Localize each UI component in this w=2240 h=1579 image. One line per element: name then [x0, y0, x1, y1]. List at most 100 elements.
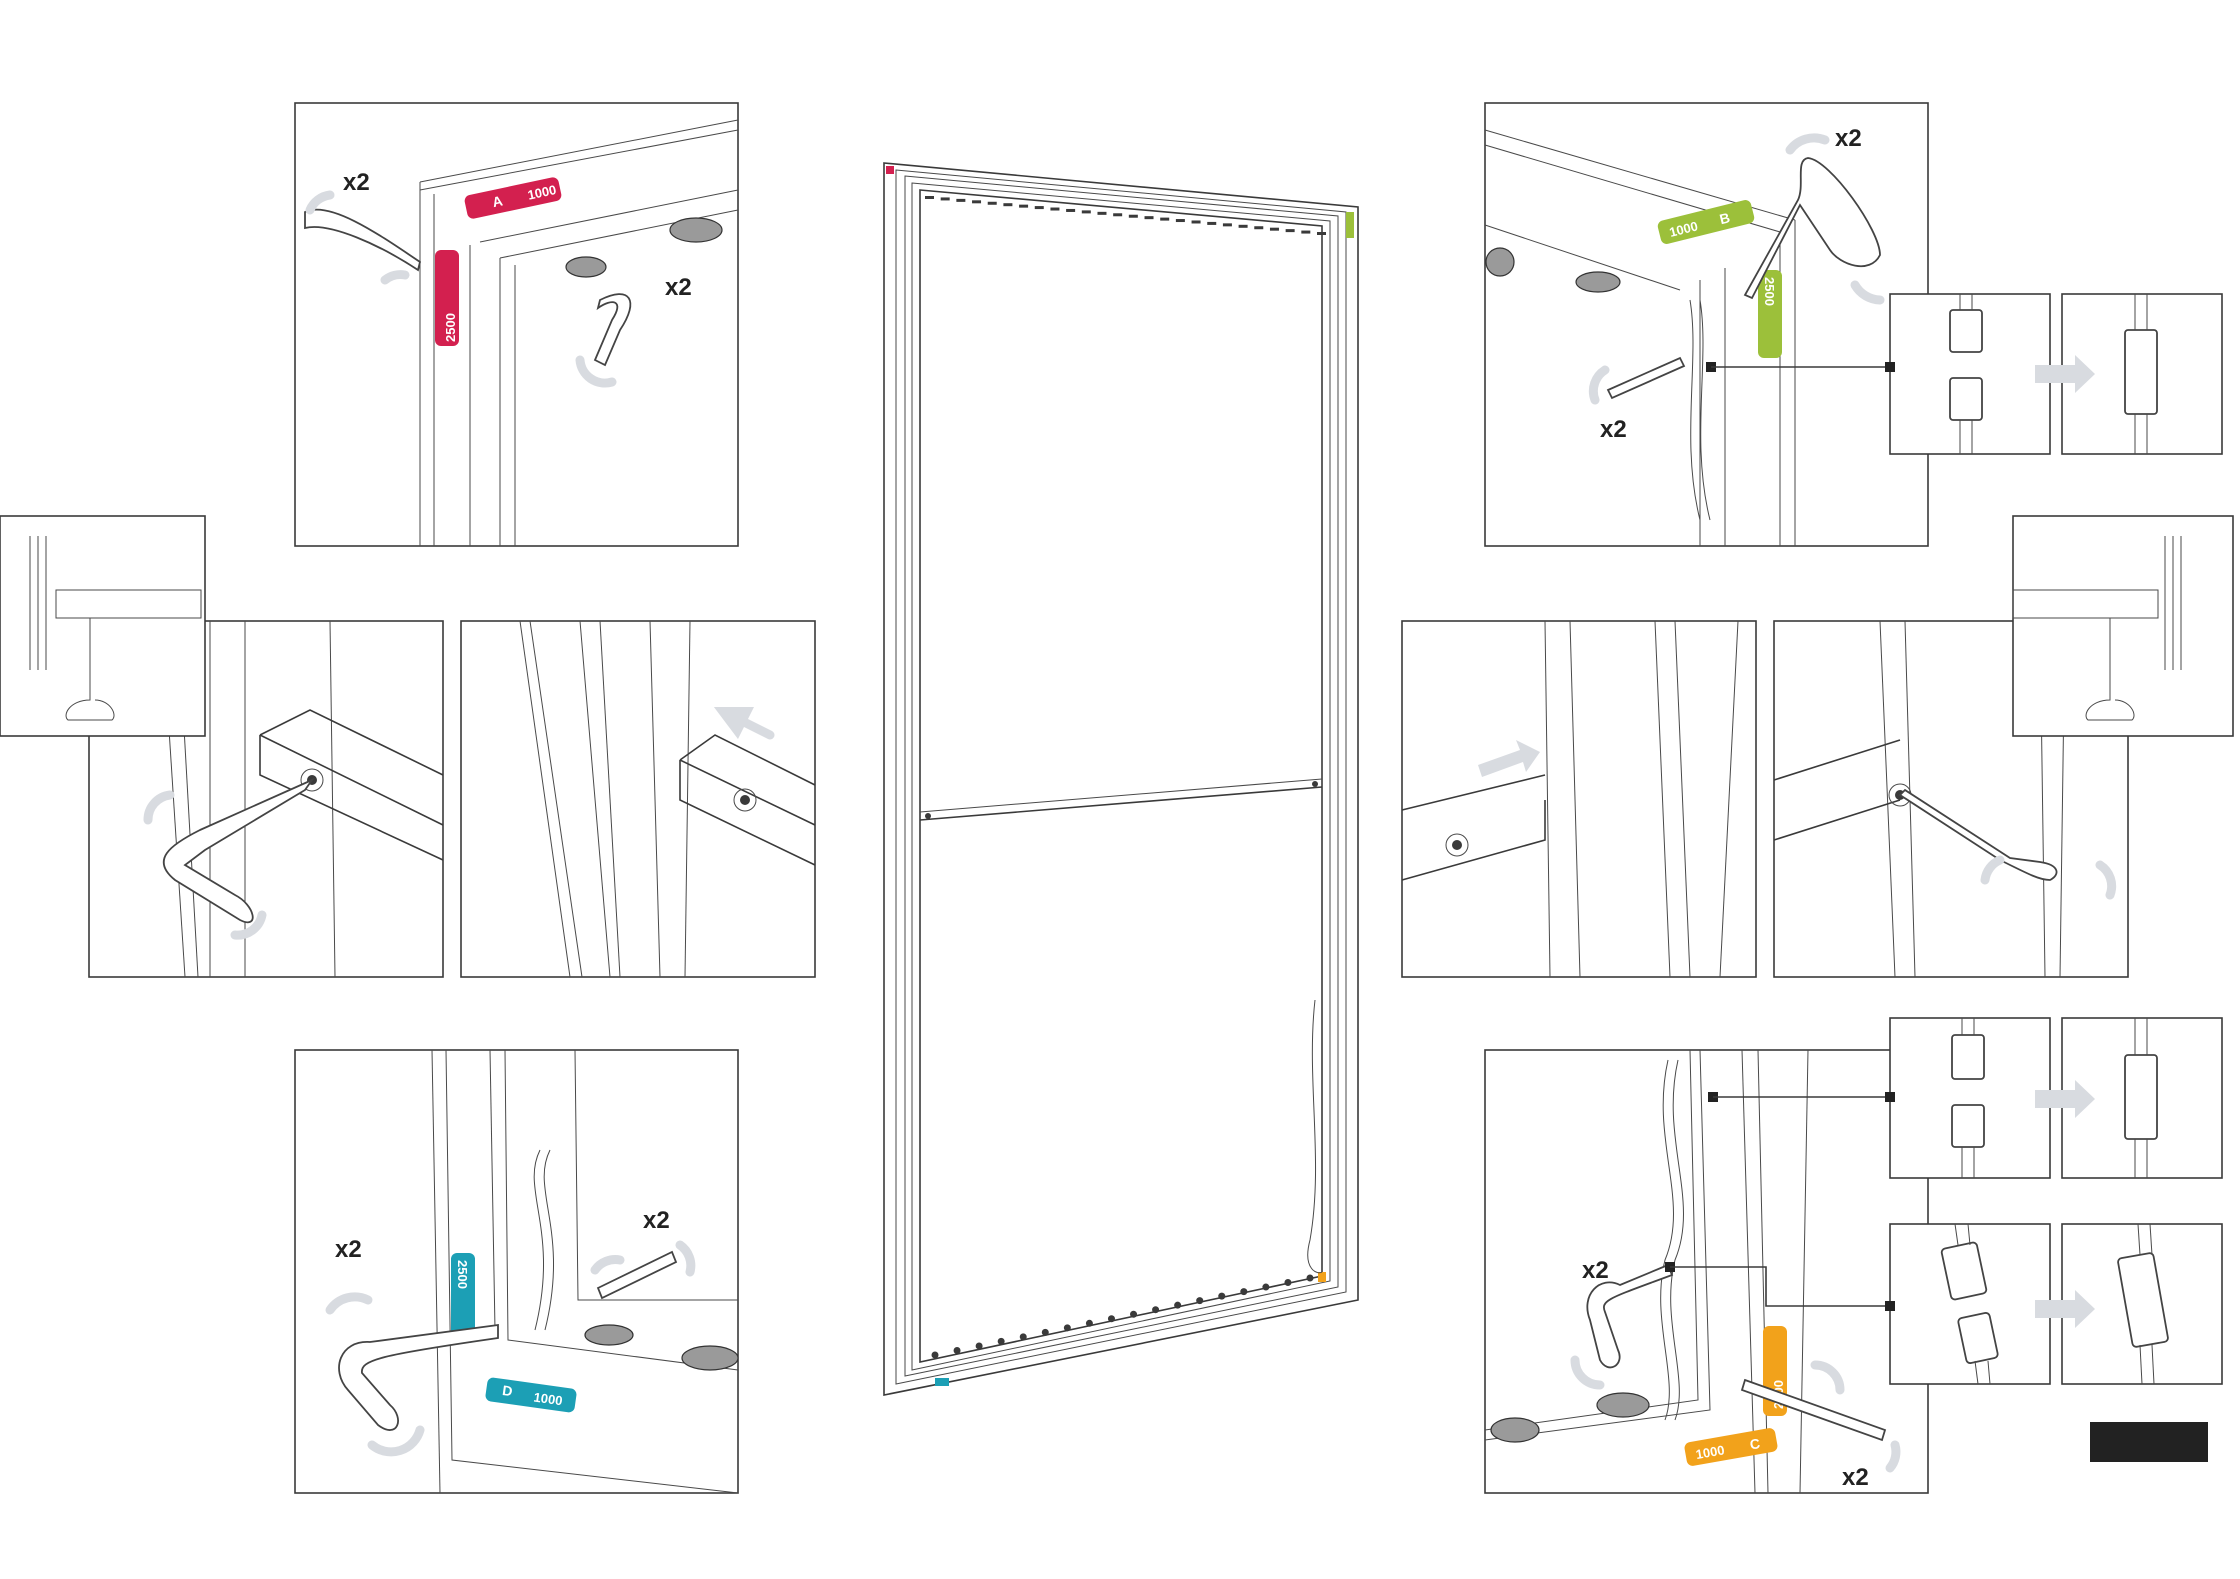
led-dot	[1306, 1274, 1314, 1282]
quantity-label: x2	[643, 1207, 670, 1234]
led-dot	[1174, 1301, 1182, 1309]
connector-plug-icon	[2124, 1018, 2158, 1178]
hex-key-icon	[1586, 1263, 1674, 1369]
inset-profile-right	[2012, 515, 2234, 737]
hex-key-icon	[1898, 788, 2058, 881]
led-dot	[1063, 1324, 1071, 1332]
rotate-arrow-icon	[305, 190, 335, 215]
led-strip-top	[925, 196, 1326, 235]
hex-key-icon	[304, 208, 422, 272]
led-segment	[1269, 227, 1279, 231]
quantity-label: x2	[1600, 416, 1627, 443]
push-arrow-icon	[2035, 355, 2095, 393]
led-segment	[956, 198, 966, 202]
led-dot	[997, 1337, 1005, 1345]
tag-c-letter: C	[1748, 1435, 1761, 1453]
led-dot	[1107, 1315, 1115, 1323]
led-segment	[987, 201, 997, 205]
hex-key-icon	[1743, 157, 1881, 300]
led-dot	[931, 1351, 939, 1359]
hex-key-icon	[1606, 356, 1686, 400]
quantity-label: x2	[1842, 1464, 1869, 1491]
connector-plug-icon	[1949, 294, 1983, 454]
led-dot	[1262, 1283, 1270, 1291]
connector-plug-icon	[2117, 1223, 2169, 1385]
lightbox-frame	[883, 162, 1359, 1396]
led-dot	[1130, 1310, 1138, 1318]
detail-middle-left-2	[460, 620, 816, 978]
led-segment	[1317, 232, 1326, 235]
connector-step-c2	[1885, 1223, 2223, 1385]
quantity-label: x2	[1582, 1257, 1609, 1284]
tag-b-letter: B	[1718, 209, 1732, 227]
led-dot	[953, 1346, 961, 1354]
tag-b-1000: 1000	[1668, 218, 1700, 240]
connector-step-c1	[1885, 1017, 2223, 1179]
detail-top-right: 1000 B 2500 x2 x2	[1484, 102, 1929, 547]
led-segment	[1113, 213, 1123, 217]
led-segment	[1191, 220, 1201, 224]
connector-plug-icon	[1951, 1018, 1985, 1178]
tag-a-2500: 2500	[443, 313, 458, 342]
led-dot	[1240, 1288, 1248, 1296]
led-segment	[1175, 219, 1185, 223]
led-segment	[1160, 217, 1170, 221]
tag-c-1000: 1000	[1695, 1442, 1726, 1462]
hex-key-icon	[1740, 1378, 1887, 1442]
led-segment	[1144, 216, 1154, 220]
connector-step-b	[1885, 293, 2223, 455]
led-segment	[940, 197, 950, 201]
led-dot	[1196, 1297, 1204, 1305]
connector-plug-icon	[1940, 1223, 1999, 1385]
push-arrow-icon	[1478, 740, 1540, 777]
led-segment	[1222, 223, 1232, 227]
led-segment	[1254, 226, 1264, 230]
quantity-label: x2	[1835, 125, 1862, 152]
push-arrow-icon	[713, 706, 775, 740]
led-segment	[1034, 206, 1044, 210]
inset-profile-left	[0, 515, 206, 737]
led-segment	[1285, 229, 1295, 233]
led-dot	[1152, 1306, 1160, 1314]
led-segment	[1081, 210, 1091, 214]
quantity-label: x2	[335, 1236, 362, 1263]
led-dot	[1019, 1333, 1027, 1341]
tag-d-1000: 1000	[533, 1389, 564, 1408]
page-badge	[2090, 1422, 2208, 1462]
hex-key-icon	[596, 1250, 678, 1300]
hex-key-icon	[162, 777, 315, 924]
tag-a-1000: 1000	[526, 182, 557, 203]
led-segment	[1050, 207, 1060, 211]
hex-key-icon	[593, 293, 632, 367]
detail-bottom-right: 2500 1000 C x2 x2	[1484, 1049, 1929, 1494]
push-arrow-icon	[2035, 1290, 2095, 1328]
led-segment	[1003, 203, 1013, 207]
led-dot	[1284, 1279, 1292, 1287]
quantity-label: x2	[343, 169, 370, 196]
quantity-label: x2	[665, 274, 692, 301]
connector-plug-icon	[2124, 294, 2158, 454]
hex-key-icon	[338, 1323, 499, 1431]
led-segment	[925, 196, 934, 199]
led-dot	[1041, 1328, 1049, 1336]
detail-bottom-left: 2500 1000 D x2 x2	[294, 1049, 739, 1494]
led-segment	[1097, 211, 1107, 215]
led-segment	[1066, 208, 1076, 212]
led-segment	[1238, 224, 1248, 228]
tag-b-2500: 2500	[1762, 277, 1777, 306]
led-segment	[1019, 204, 1029, 208]
push-arrow-icon	[2035, 1080, 2095, 1118]
led-dot	[975, 1342, 983, 1350]
led-segment	[1301, 230, 1311, 234]
tag-a-letter: A	[491, 192, 504, 210]
detail-middle-right-1	[1401, 620, 1757, 978]
led-dot	[1218, 1292, 1226, 1300]
led-segment	[1128, 214, 1138, 218]
led-dot	[1085, 1319, 1093, 1327]
tag-d-2500: 2500	[455, 1260, 470, 1289]
led-strip-bottom	[931, 1274, 1314, 1359]
tag-d-letter: D	[501, 1382, 513, 1399]
led-segment	[972, 200, 982, 204]
led-segment	[1207, 221, 1217, 225]
